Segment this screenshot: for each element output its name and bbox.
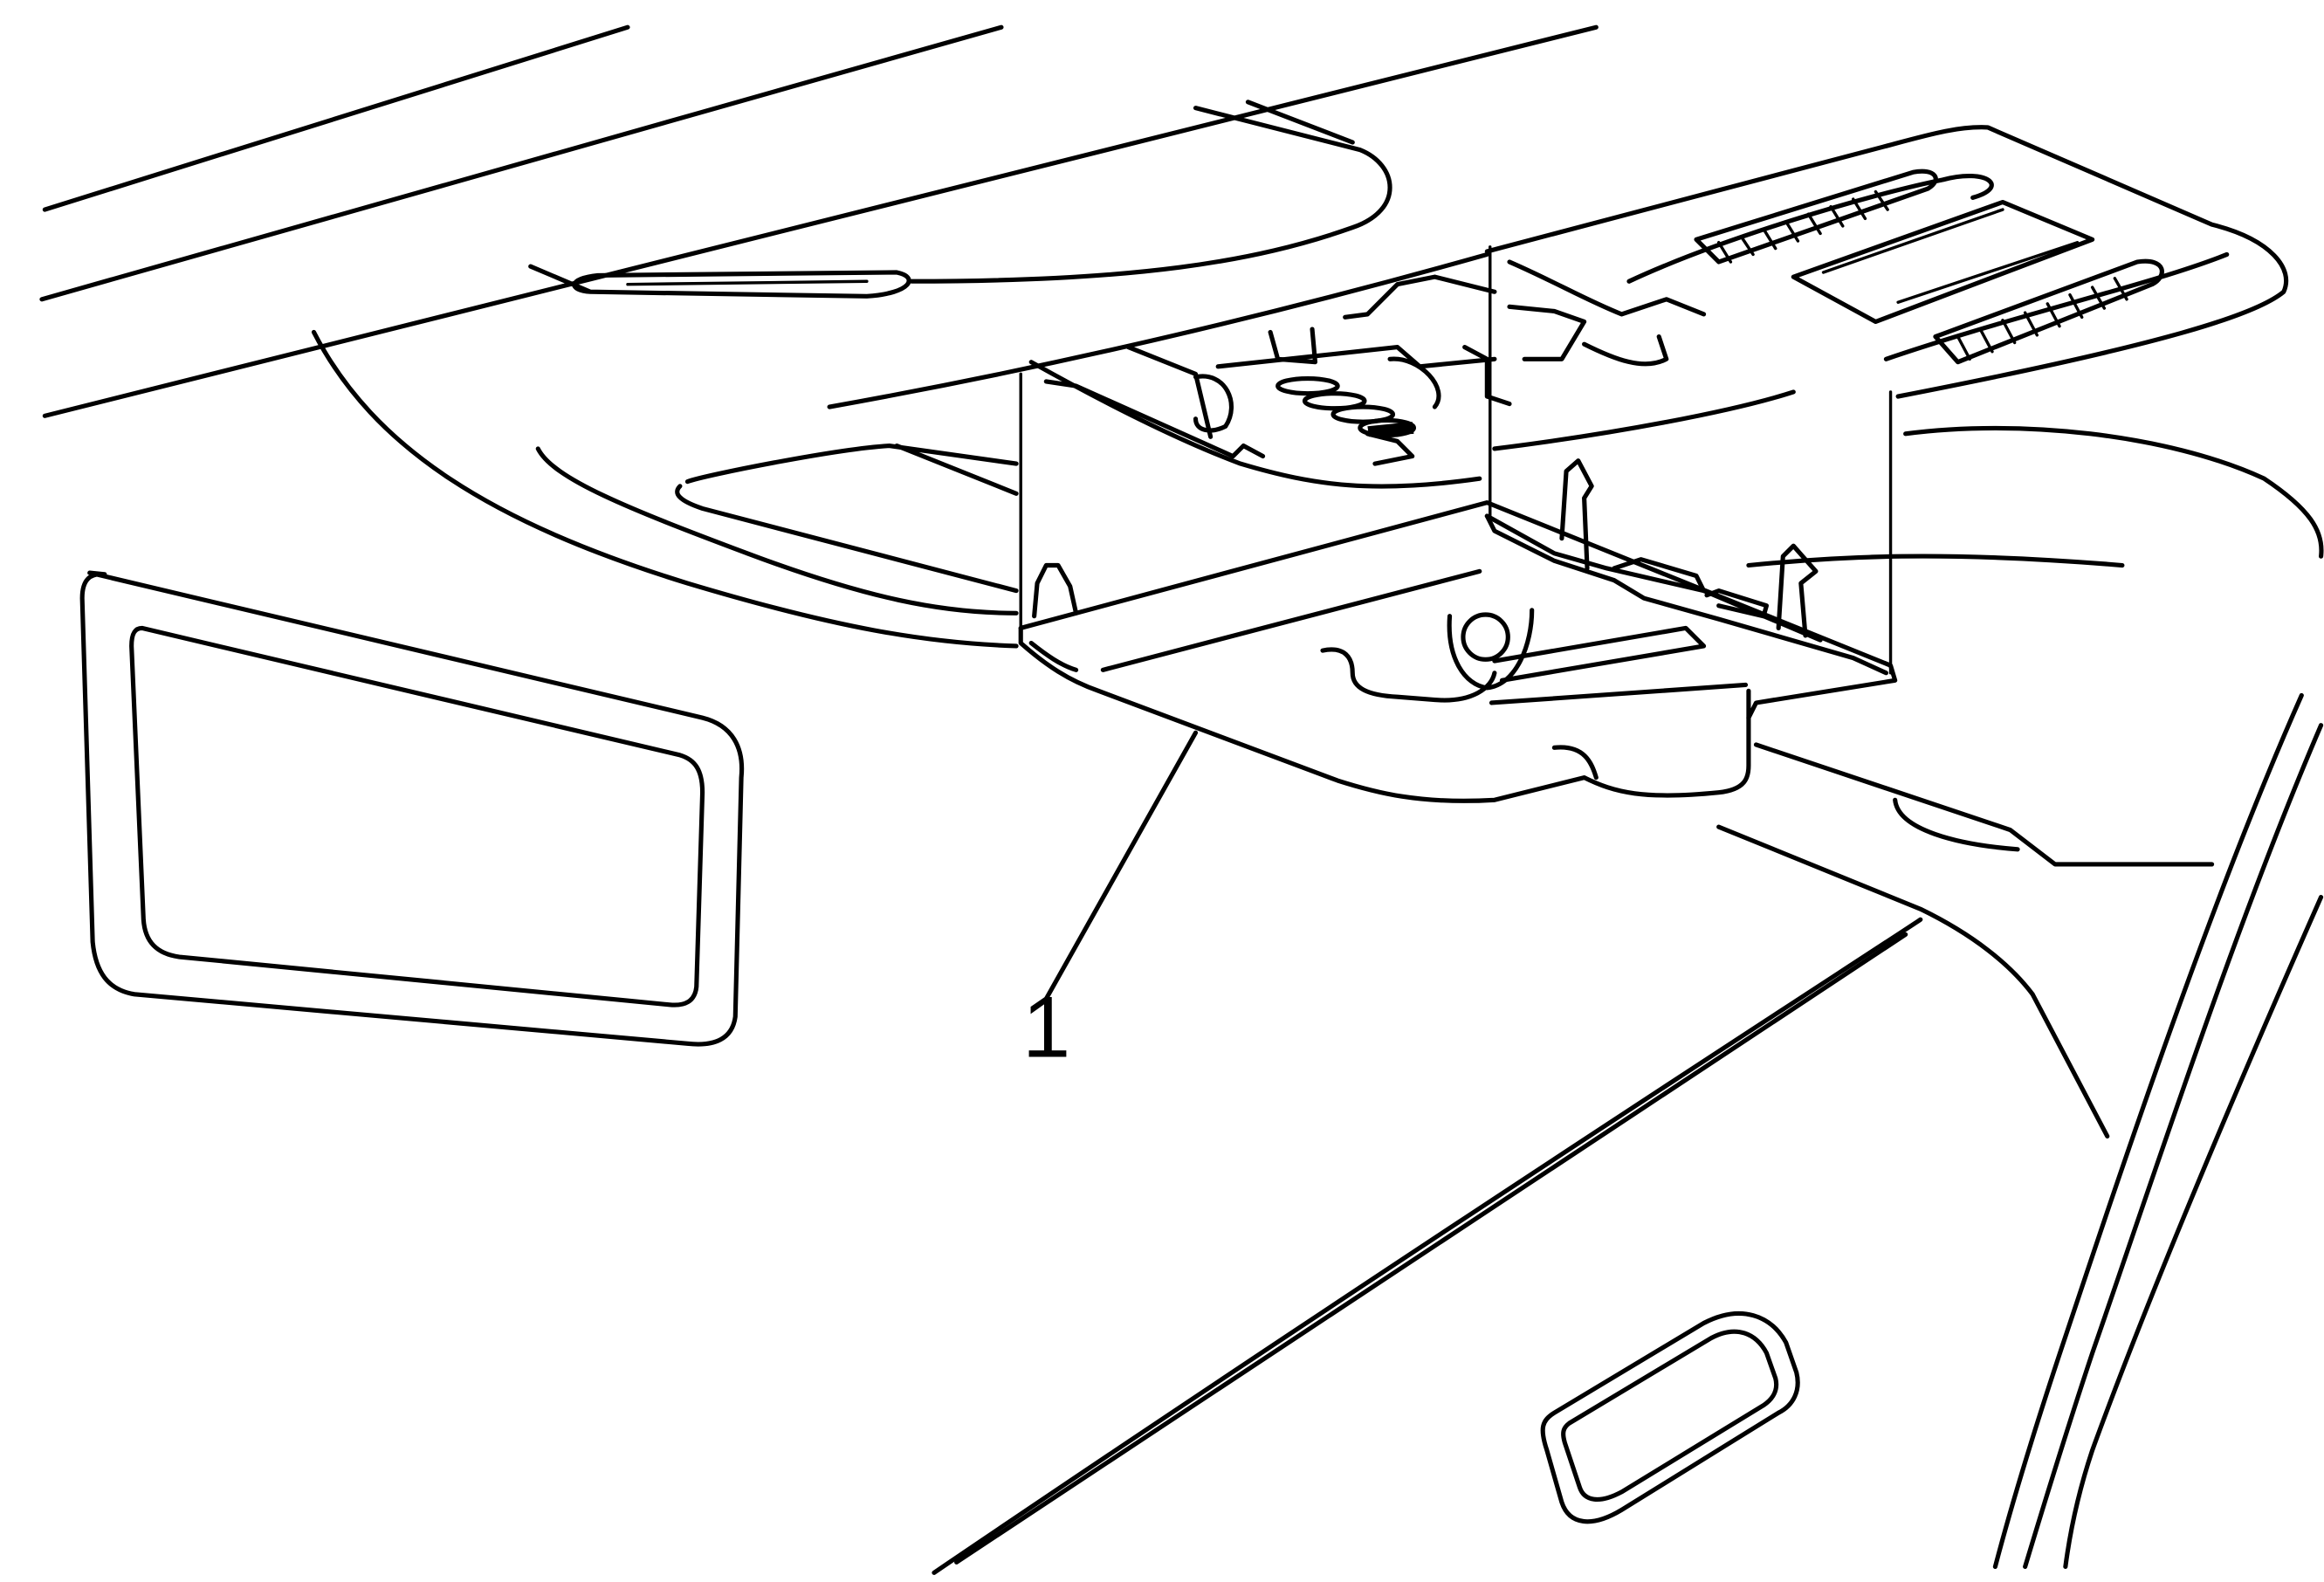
console-component [1018, 458, 1898, 803]
overhead-console-housing [1484, 125, 2289, 399]
opening-lip [675, 425, 2324, 594]
visor-clip [528, 264, 911, 299]
headliner-contour [311, 100, 1489, 649]
callout-1: 1 [1022, 730, 1199, 1076]
callout-label: 1 [1022, 980, 1070, 1076]
lower-headliner [932, 742, 2215, 1575]
guide-lines [1019, 245, 1893, 675]
callout-leader-line [1043, 730, 1199, 1001]
roof-edge-lines [39, 24, 1599, 418]
dome-light [1540, 1310, 1800, 1524]
rear-view-mirror [79, 570, 745, 1047]
a-pillar-trim [1992, 692, 2324, 1570]
mounting-bracket [1028, 274, 1796, 489]
